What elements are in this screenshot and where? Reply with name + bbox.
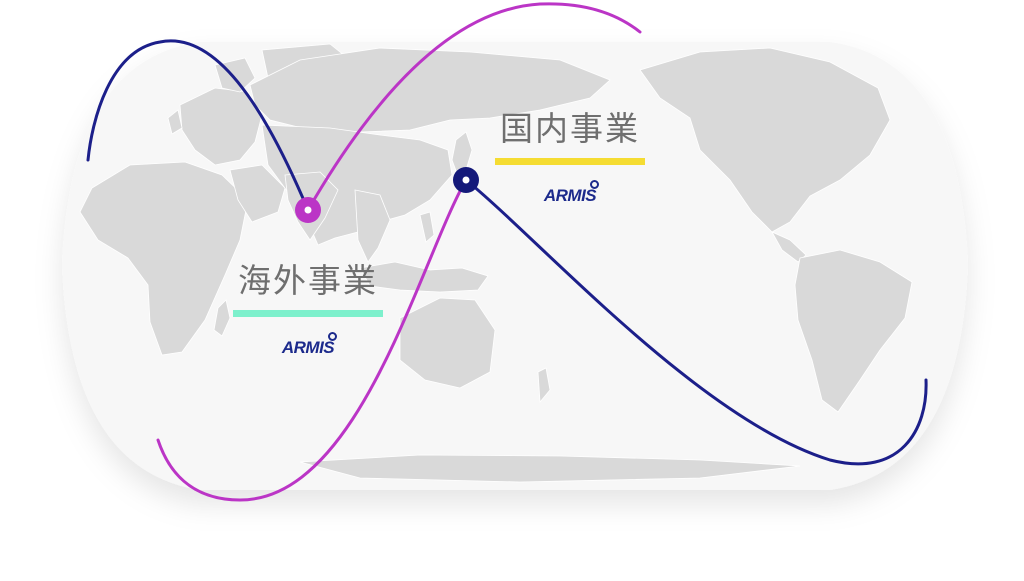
- indochina: [354, 189, 391, 263]
- overseas-business-label: 海外事業 ARMIS: [233, 254, 383, 361]
- new-zealand: [537, 367, 551, 404]
- philippines: [419, 211, 435, 243]
- domestic-route-navy: [464, 178, 928, 466]
- armis-logo-dot: [590, 180, 599, 189]
- uk: [167, 109, 183, 135]
- north-america: [639, 47, 891, 233]
- armis-logo-text: ARMIS: [281, 338, 335, 357]
- overseas-underline: [233, 310, 383, 317]
- domestic-underline: [495, 158, 645, 165]
- antarctica: [299, 454, 801, 483]
- domestic-business-title: 国内事業: [500, 109, 640, 148]
- domestic-business-label: 国内事業 ARMIS: [495, 102, 645, 209]
- overseas-business-title: 海外事業: [238, 261, 378, 300]
- armis-logo-domestic: ARMIS: [533, 180, 607, 209]
- armis-logo-text: ARMIS: [543, 186, 597, 205]
- overseas-route-magenta-north: [306, 2, 642, 212]
- armis-logo-overseas: ARMIS: [271, 332, 345, 361]
- overseas-route-navy: [86, 39, 310, 212]
- madagascar: [213, 299, 231, 337]
- south-america: [794, 249, 913, 413]
- australia: [399, 297, 496, 389]
- japan-marker: [453, 167, 479, 193]
- arabia: [229, 164, 286, 223]
- asia-north: [249, 47, 611, 133]
- land-masses: [79, 43, 913, 483]
- india-marker: [295, 197, 321, 223]
- africa: [79, 161, 249, 356]
- armis-logo-dot: [328, 332, 337, 341]
- overseas-route-magenta-south: [156, 178, 468, 502]
